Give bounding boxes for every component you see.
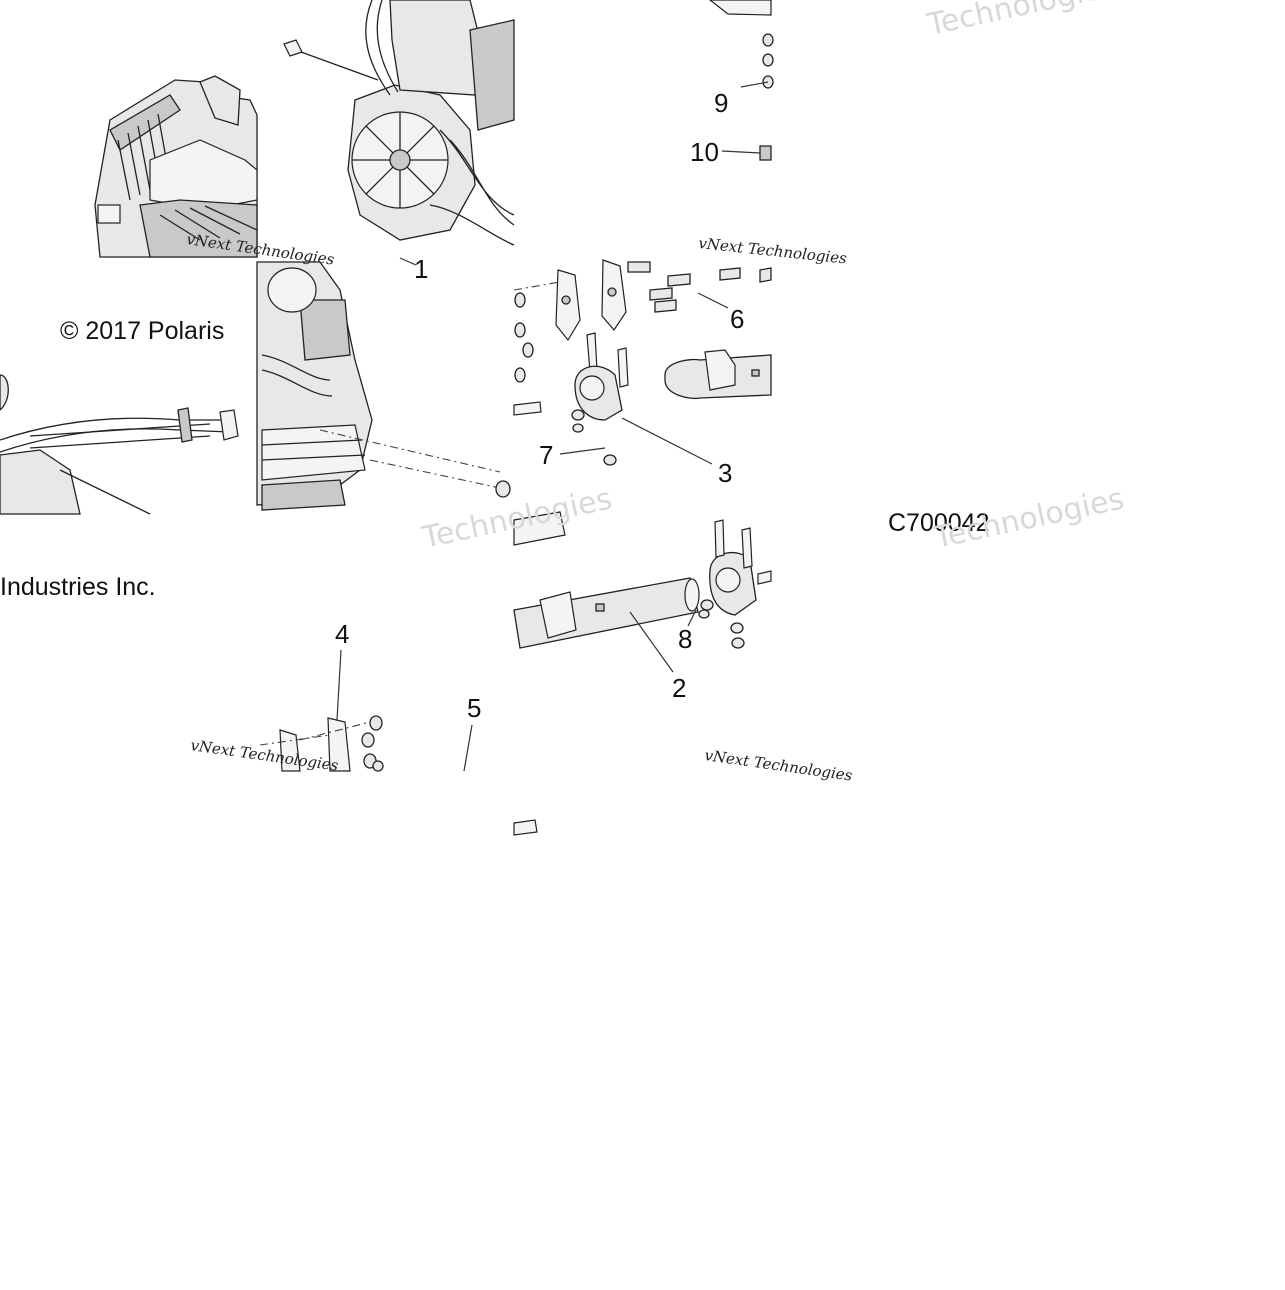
engine-lower-illustration — [256, 261, 511, 511]
callout-5: 5 — [467, 693, 481, 723]
callout-10: 10 — [690, 137, 719, 167]
callout-2: 2 — [672, 673, 686, 703]
watermark-vnext-3: vNext Technologies — [189, 736, 339, 775]
mount-hardware-center-illustration — [513, 259, 772, 466]
callout-1: 1 — [414, 254, 428, 284]
hose-assembly-illustration — [0, 374, 239, 515]
mount-plates-lower-illustration — [259, 715, 538, 836]
shaft-and-mount-illustration — [513, 511, 772, 649]
callout-6: 6 — [730, 304, 744, 334]
callout-7: 7 — [539, 440, 553, 470]
callout-numbers: 1 2 3 4 5 6 7 8 9 10 — [335, 88, 744, 723]
leader-lines — [336, 81, 769, 772]
engine-center-illustration — [283, 0, 515, 246]
watermark-technologies-1: Technologies — [923, 0, 1120, 43]
callout-3: 3 — [718, 458, 732, 488]
callout-8: 8 — [678, 624, 692, 654]
copyright-line-2: Industries Inc. — [0, 573, 156, 601]
watermark-vnext-4: vNext Technologies — [703, 746, 853, 785]
watermark-technologies-3: Technologies — [930, 482, 1127, 557]
figure-code-clipped: C700042 — [630, 768, 731, 796]
copyright-line-1: © 2017 Polaris — [60, 317, 224, 345]
watermark-vnext-2: vNext Technologies — [698, 234, 848, 268]
figure-code-clipped-wrapper: C700042 — [630, 768, 731, 796]
figure-code: C700042 — [888, 509, 989, 537]
hardware-top-right-illustration — [709, 0, 774, 161]
callout-9: 9 — [714, 88, 728, 118]
callout-4: 4 — [335, 619, 349, 649]
engine-top-left-illustration — [94, 75, 258, 258]
